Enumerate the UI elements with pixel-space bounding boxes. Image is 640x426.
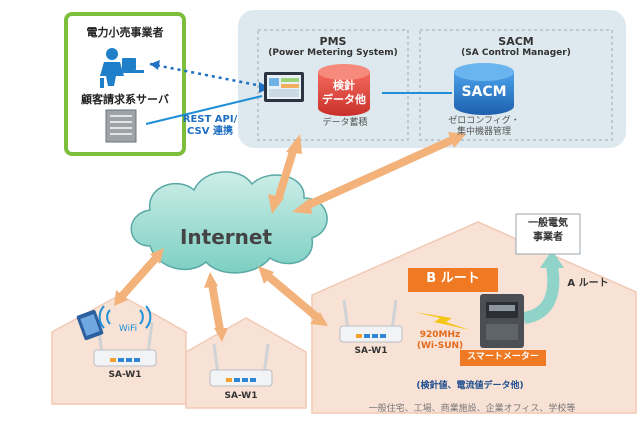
retailer-frame [64,12,186,156]
wifi-label: WiFi [118,324,138,334]
smart-meter-label: スマートメーター [467,352,539,362]
smart-meter-label-bg [460,350,546,366]
b-route-label: B ルート [426,271,480,286]
device-label-middle: SA-W1 [224,391,258,401]
rest-link [145,95,263,125]
pms-title: PMS [319,35,347,48]
sacm-box [419,29,613,141]
rest-api-label: REST API/ [182,114,238,125]
billing-server-icon [105,109,137,143]
dotted-arrowhead-left [150,60,160,70]
internet-label: Internet [179,225,273,249]
pms-db-line2: データ他 [322,93,366,106]
pms-dashboard-icon [264,72,304,102]
b-route-banner [408,268,498,292]
operator-icon [100,48,144,88]
router-icon-large [339,299,403,343]
router-icon-middle [209,343,273,387]
pms-db-line1: 検針 [333,79,355,92]
data-caption: (検針値、電流値データ他) [416,381,524,391]
sacm-database-icon [454,63,514,115]
utility-line1: 一般電気 [528,218,568,229]
utility-line2: 事業者 [533,232,563,243]
dotted-link [149,62,263,88]
wifi-icon [98,305,152,329]
device-label-left: SA-W1 [108,370,142,380]
arrow-internet-pms [268,134,302,214]
wisun-line1: 920MHz [419,330,461,340]
billing-server-label: 顧客請求系サーバ [81,93,169,106]
device-label-large: SA-W1 [354,346,388,356]
retailer-title: 電力小売事業者 [86,26,164,39]
sacm-caption-line1: ゼロコンフィグ・ [448,116,520,126]
sacm-caption-line2: 集中機器管理 [456,127,512,137]
a-route-arrow [522,250,564,324]
wisun-signal-icon [414,312,470,330]
pms-caption: データ蓄積 [322,118,368,128]
footer-caption: 一般住宅、工場、商業施設、企業オフィス、学校等 [368,404,576,414]
pms-box [257,29,409,141]
router-icon-left [93,321,157,367]
a-route-label: A ルート [567,278,609,289]
arrow-internet-sacm [292,132,466,214]
arrow-internet-home-middle [204,272,228,342]
tablet-icon [76,309,104,341]
arrow-internet-home-left [114,248,164,306]
pms-database-icon [318,64,370,116]
sacm-title: SACM [498,35,534,48]
pms-subtitle: (Power Metering System) [268,48,398,58]
sacm-db-label: SACM [461,84,507,100]
utility-box [515,213,581,255]
wisun-line2: (Wi-SUN) [416,341,464,351]
csv-label: CSV 連携 [187,126,233,137]
arrow-internet-home-large [258,266,328,326]
sacm-subtitle: (SA Control Manager) [461,48,571,58]
smart-meter-icon [480,294,524,348]
